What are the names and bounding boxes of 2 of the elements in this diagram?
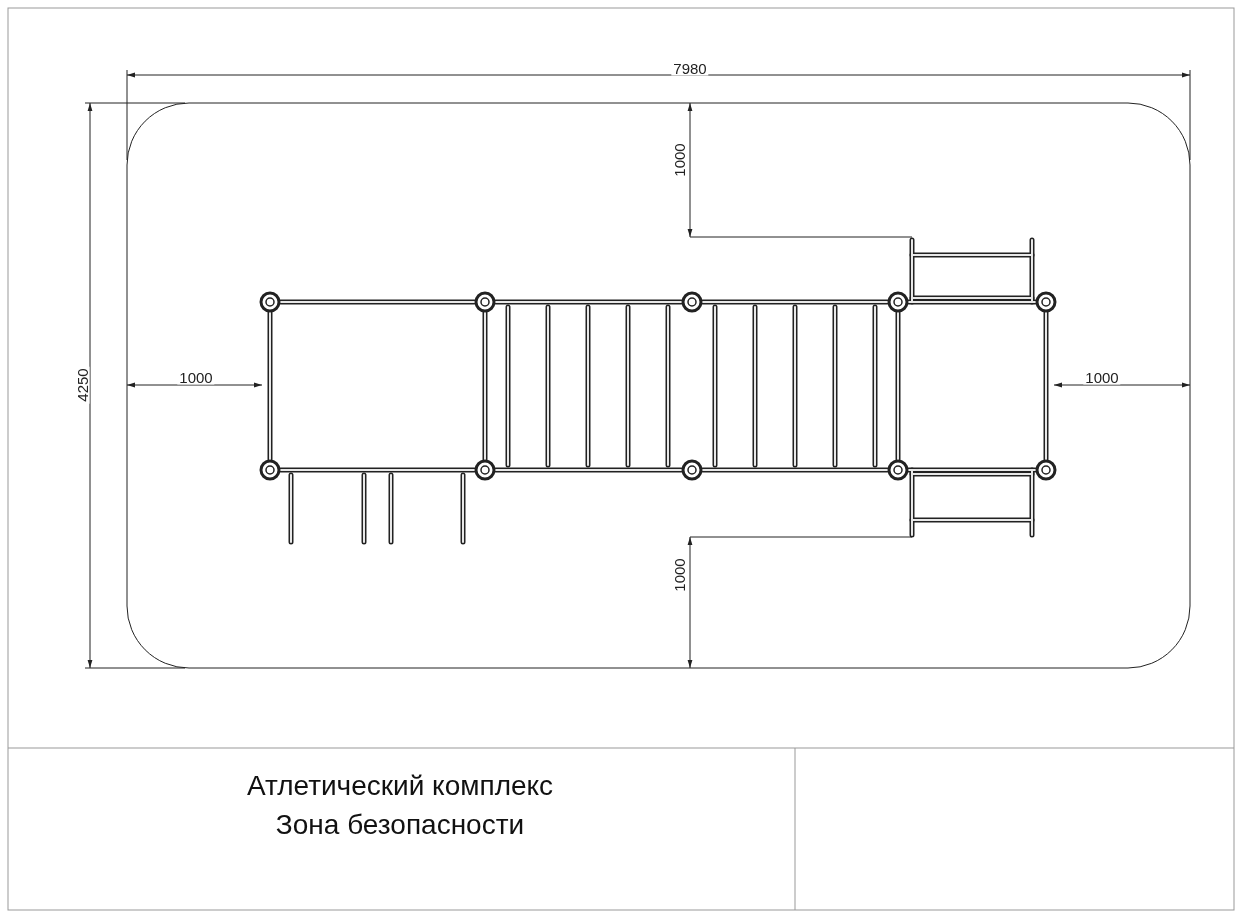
drawing-title: Атлетический комплекс — [246, 769, 554, 803]
drawing-subtitle: Зона безопасности — [275, 808, 525, 842]
